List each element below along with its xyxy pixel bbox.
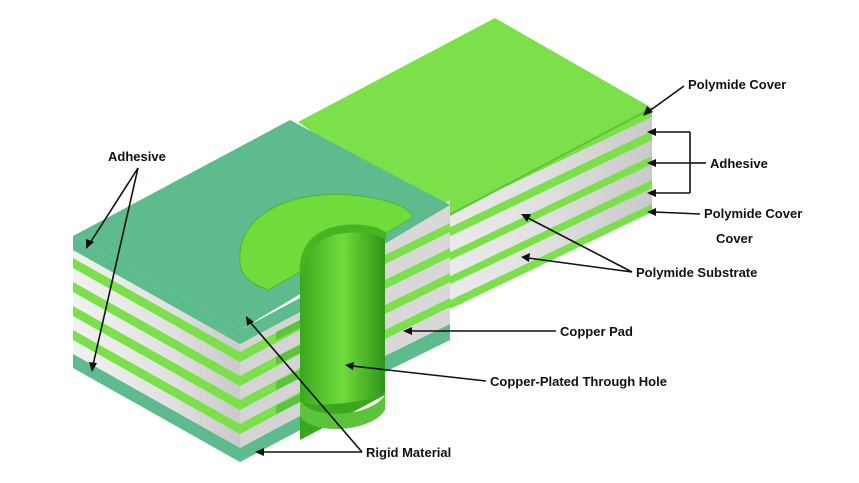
label-polymide-cover-top: Polymide Cover — [688, 77, 786, 92]
labels: Adhesive Polymide Cover Adhesive Polymid… — [108, 77, 802, 460]
rigid-front-bottom-band — [240, 416, 300, 462]
rigid-left-layer-1 — [73, 258, 240, 362]
rigid-left-top-band — [73, 236, 240, 344]
flex-top-edge — [439, 107, 653, 221]
rigid-left-layer-2 — [73, 282, 240, 386]
label-adhesive-right: Adhesive — [710, 156, 768, 171]
label-copper-pad: Copper Pad — [560, 324, 633, 339]
rigid-right-layer-4 — [385, 298, 450, 339]
rigid-front-top-band — [240, 298, 300, 344]
hole-ring-inner-shade — [300, 224, 386, 276]
cutout-wall-stripe-4 — [276, 394, 300, 414]
hole-bottom-ring — [300, 395, 385, 429]
label-rigid-material: Rigid Material — [366, 445, 451, 460]
label-copper-plated-through-hole: Copper-Plated Through Hole — [490, 374, 667, 389]
rigid-right-bottom-band — [385, 324, 450, 372]
flex-top-face — [298, 18, 652, 220]
annotations — [86, 85, 706, 456]
rigid-left-layer-4 — [73, 330, 240, 434]
rigid-right-layer-1 — [385, 223, 450, 264]
hole-barrel — [300, 224, 385, 405]
through-hole — [239, 193, 413, 440]
label-polymide-cover-lower: Polymide Cover — [704, 206, 802, 221]
label-cover: Cover — [716, 231, 753, 246]
rigid-left-bottom-band — [73, 354, 240, 462]
cutout-wall-stripe-1 — [276, 320, 300, 340]
label-adhesive-left: Adhesive — [108, 149, 166, 164]
cutout-wall-stripe-3 — [276, 370, 300, 390]
rigid-right-layer-2 — [385, 248, 450, 289]
rigid-left-layer-3 — [73, 306, 240, 410]
label-polymide-substrate: Polymide Substrate — [636, 265, 757, 280]
rigid-right-layer-3 — [385, 273, 450, 314]
